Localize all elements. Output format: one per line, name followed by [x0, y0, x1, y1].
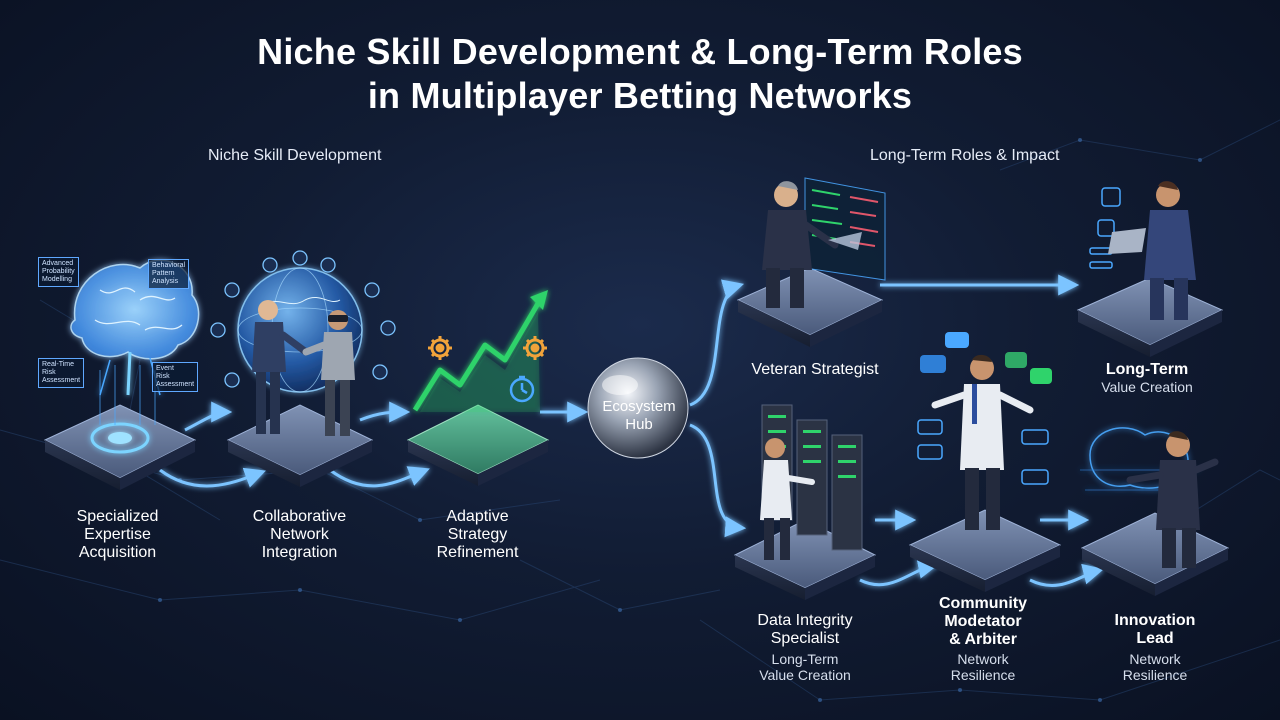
role-sub-line: Network [1129, 651, 1181, 667]
role-label-line: Community [939, 595, 1027, 612]
title-line: in Multiplayer Betting Networks [367, 75, 913, 116]
handshake-people [252, 300, 355, 436]
role-label-line: Long-Term [1105, 361, 1189, 378]
tag-line: Pattern [152, 270, 175, 277]
stage-platform-expertise [43, 404, 197, 490]
hub-label-line: Ecosystem [602, 398, 676, 415]
role-label-veteran-strategist: Veteran Strategist [720, 361, 910, 379]
growth-chart-icon [412, 290, 548, 412]
stage-label-line: Acquisition [78, 544, 157, 561]
tag-line: Assessment [42, 377, 81, 384]
stage-label-line: Collaborative [252, 508, 347, 525]
stage-label-network: Collaborative Network Integration [222, 508, 377, 562]
title-line: Niche Skill Development & Long-Term Role… [257, 31, 1023, 72]
section-heading-right: Long-Term Roles & Impact [870, 147, 1060, 164]
role-label-line: Lead [1136, 630, 1174, 647]
stage-label-line: Strategy [447, 526, 508, 543]
role-label-innovation-lead: Innovation Lead [1080, 612, 1230, 648]
role-label-community-moderator: Community Modetator & Arbiter [908, 595, 1058, 649]
ecosystem-hub-sphere [587, 357, 689, 459]
brain-tag: Behavioral Pattern Analysis [148, 259, 190, 289]
trading-screen [804, 177, 886, 281]
tag-line: Assessment [156, 381, 195, 388]
innovation-lead-person [1126, 431, 1219, 568]
stage-label-line: Refinement [436, 544, 519, 561]
role-label-line: Innovation [1114, 612, 1196, 629]
stage-label-strategy: Adaptive Strategy Refinement [400, 508, 555, 562]
network-orbit-icons [210, 250, 396, 388]
role-label-line: Data Integrity [757, 612, 853, 629]
role-label-long-term: Long-Term [1072, 361, 1222, 379]
stage-platform-strategy [406, 404, 550, 486]
role-sub-line: Resilience [950, 667, 1016, 683]
brain-tag: Event Risk Assessment [152, 362, 199, 392]
hologram-panel-icons [1089, 187, 1121, 269]
long-term-person [1108, 181, 1196, 320]
community-moderator-person [931, 354, 1034, 530]
gear-icon [428, 336, 452, 360]
data-integrity-person [760, 438, 815, 560]
role-sub-line: Value Creation [1101, 379, 1193, 395]
stage-label-line: Network [270, 526, 329, 543]
role-sub-community-moderator: Network Resilience [908, 651, 1058, 683]
brain-tag: Advanced Probability Modelling [38, 257, 79, 287]
tag-line: Advanced [42, 260, 74, 267]
chat-bubble-icons [917, 332, 1052, 485]
stopwatch-icon [509, 375, 535, 403]
role-sub-line: Value Creation [759, 667, 851, 683]
tag-line: Risk [156, 373, 170, 380]
flow-arrows-right [689, 274, 1105, 587]
tag-line: Behavioral [152, 262, 186, 269]
brain-tag: Real-Time Risk Assessment [38, 358, 85, 388]
tag-line: Real-Time [42, 361, 75, 368]
role-label-line: Specialist [770, 630, 840, 647]
role-platform-veteran [736, 267, 884, 347]
role-sub-line: Resilience [1122, 667, 1188, 683]
page-title: Niche Skill Development & Long-Term Role… [0, 30, 1280, 118]
stage-label-line: Specialized [76, 508, 159, 525]
role-sub-line: Network [957, 651, 1009, 667]
stage-label-line: Integration [261, 544, 338, 561]
role-sub-long-term: Value Creation [1072, 379, 1222, 395]
role-sub-line: Long-Term [771, 651, 839, 667]
role-sub-innovation-lead: Network Resilience [1080, 651, 1230, 683]
tag-line: Analysis [152, 278, 179, 285]
role-label-data-integrity: Data Integrity Specialist [725, 612, 885, 648]
role-platform-innovation [1080, 512, 1230, 596]
section-heading-left: Niche Skill Development [208, 147, 382, 164]
stage-label-line: Expertise [84, 526, 151, 543]
ecosystem-hub-label: Ecosystem Hub [584, 398, 694, 434]
tag-line: Event [156, 365, 174, 372]
stage-label-expertise: Specialized Expertise Acquisition [40, 508, 195, 562]
role-label-line: Modetator [944, 613, 1022, 630]
gear-icon-2 [523, 336, 547, 360]
stage-label-line: Adaptive [446, 508, 509, 525]
role-label-line: & Arbiter [949, 631, 1017, 648]
hub-label-line: Hub [625, 416, 653, 433]
role-label-line: Veteran Strategist [751, 361, 879, 378]
role-sub-data-integrity: Long-Term Value Creation [725, 651, 885, 683]
tag-line: Modelling [42, 276, 72, 283]
veteran-strategist-person [762, 181, 862, 308]
tag-line: Probability [42, 268, 75, 275]
role-platform-community [908, 509, 1062, 592]
role-platform-data-integrity [733, 519, 877, 600]
tag-line: Risk [42, 369, 56, 376]
flow-arrows-left [159, 401, 589, 488]
